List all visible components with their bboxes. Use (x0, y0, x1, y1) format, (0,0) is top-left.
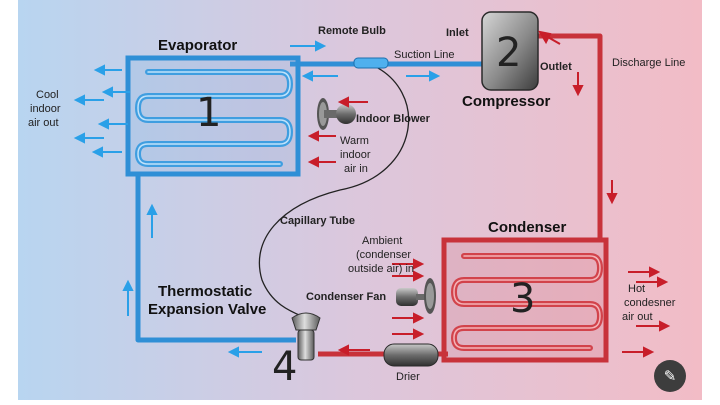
magic-wand-button[interactable]: ✎ (654, 360, 686, 392)
number-compressor: 2 (496, 30, 521, 76)
label-indoor-blower: Indoor Blower (356, 113, 431, 125)
label-ambient-1: Ambient (362, 235, 402, 247)
evaporator-feed-arrows (122, 203, 262, 358)
label-cool-air-1: Cool (36, 89, 59, 101)
condenser-fan (396, 278, 436, 314)
label-warm-air-2: indoor (340, 149, 371, 161)
label-warm-air-1: Warm (340, 135, 369, 147)
label-ambient-2: (condenser (356, 249, 411, 261)
label-cool-air-3: air out (28, 117, 59, 129)
capillary-tube (258, 63, 410, 319)
compressor-unit (481, 11, 539, 91)
label-compressor: Compressor (462, 93, 551, 110)
label-hot-air-1: Hot (628, 283, 645, 295)
suction-flow-arrows (290, 40, 441, 82)
label-hot-air-2: condesner (624, 297, 676, 309)
warm-air-arrows (307, 96, 368, 168)
hot-air-arrows (622, 266, 671, 358)
number-condenser: 3 (510, 276, 535, 322)
label-hot-air-3: air out (622, 311, 653, 323)
discharge-flow-arrows (337, 30, 618, 356)
ambient-air-arrows (392, 258, 425, 340)
label-cool-air-2: indoor (30, 103, 61, 115)
label-condenser-fan: Condenser Fan (306, 291, 386, 303)
remote-bulb (353, 57, 389, 69)
label-inlet: Inlet (446, 27, 469, 39)
condenser-coil (441, 237, 609, 363)
number-txv: 4 (272, 344, 297, 390)
label-ambient-3: outside air) in (348, 263, 414, 275)
label-evaporator: Evaporator (158, 37, 237, 54)
evaporator-inlet-pipe (135, 176, 296, 343)
magic-wand-icon: ✎ (663, 368, 677, 385)
label-discharge-line: Discharge Line (612, 57, 685, 69)
indoor-blower-fan (317, 98, 356, 130)
evaporator-coil (125, 55, 301, 177)
label-suction-line: Suction Line (394, 49, 455, 61)
cool-air-arrows (73, 64, 130, 158)
drier (383, 343, 439, 367)
label-capillary-tube: Capillary Tube (280, 215, 355, 227)
label-drier: Drier (396, 371, 420, 383)
expansion-valve (291, 312, 321, 361)
label-txv-2: Expansion Valve (148, 301, 266, 318)
label-outlet: Outlet (540, 61, 572, 73)
label-remote-bulb: Remote Bulb (318, 25, 386, 37)
discharge-line-pipe (538, 33, 603, 238)
label-condenser: Condenser (488, 219, 567, 236)
number-evaporator: 1 (196, 90, 221, 136)
label-txv-1: Thermostatic (158, 283, 252, 300)
label-warm-air-3: air in (344, 163, 368, 175)
